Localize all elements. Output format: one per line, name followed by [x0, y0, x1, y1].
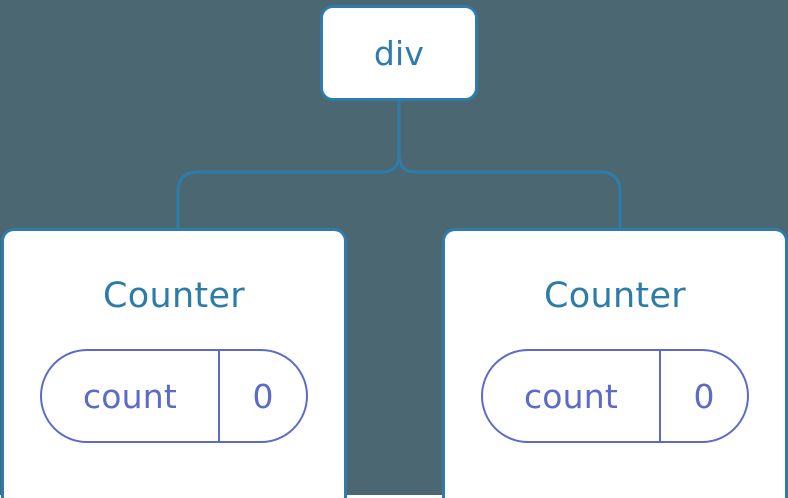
node-counter-left-label: Counter [103, 276, 245, 316]
state-key-right: count [523, 376, 619, 416]
node-counter-right[interactable]: Counter count 0 [442, 228, 788, 498]
connector-branch-left [176, 170, 199, 229]
node-div-label: div [373, 33, 425, 73]
node-counter-right-label: Counter [544, 276, 686, 316]
state-pill-right[interactable]: count 0 [481, 349, 749, 443]
state-divider-left [218, 351, 220, 441]
state-value-right: 0 [693, 376, 715, 416]
node-div[interactable]: div [320, 5, 478, 101]
state-key-left: count [82, 376, 178, 416]
connector-junction-left [198, 151, 401, 174]
connector-branch-right [599, 170, 622, 229]
node-counter-left[interactable]: Counter count 0 [1, 228, 347, 498]
connector-junction-right [397, 151, 600, 174]
state-pill-left[interactable]: count 0 [40, 349, 308, 443]
state-divider-right [659, 351, 661, 441]
state-value-left: 0 [252, 376, 274, 416]
